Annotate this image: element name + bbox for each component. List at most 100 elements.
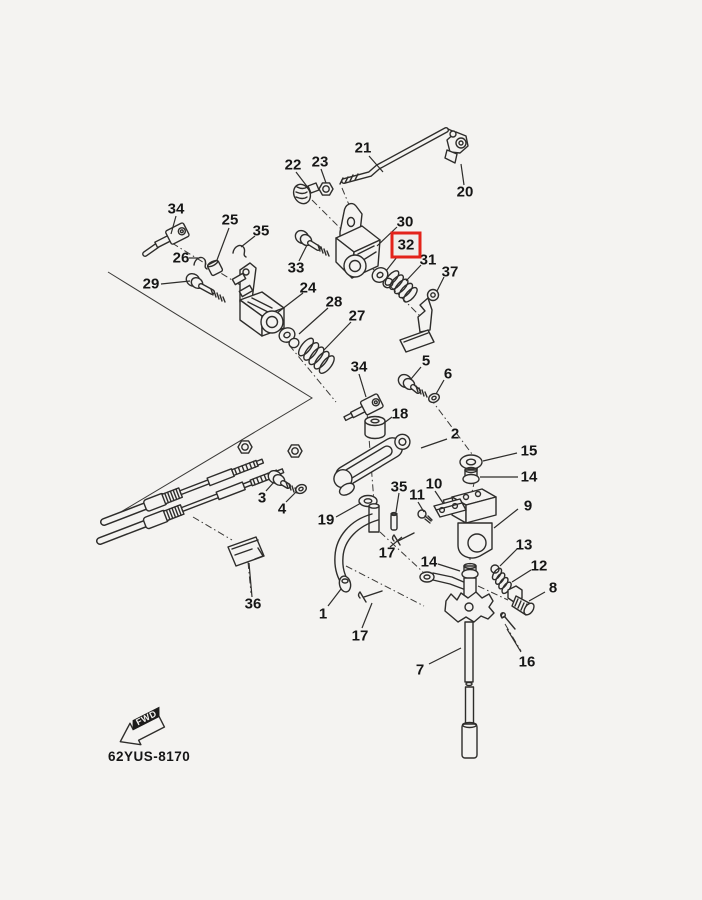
- part-label-33[interactable]: 33: [288, 260, 305, 277]
- part-16-pin: [500, 612, 516, 630]
- part-2-lever: [333, 433, 411, 496]
- leader-line-12: [511, 569, 532, 583]
- part-label-18[interactable]: 18: [392, 406, 409, 423]
- leader-line-31: [405, 264, 422, 282]
- cable-lock-nut-right: [287, 444, 303, 458]
- part-27-spring: [297, 337, 335, 375]
- leader-line-37: [436, 276, 445, 292]
- part-36-sticker: [227, 536, 265, 567]
- part-label-13[interactable]: 13: [516, 537, 533, 554]
- part-label-6[interactable]: 6: [444, 366, 452, 383]
- highlight-box: [390, 231, 422, 259]
- part-22-cap: [292, 182, 320, 205]
- part-label-35[interactable]: 35: [391, 479, 408, 496]
- part-17-pin-upper: [391, 532, 415, 546]
- part-label-19[interactable]: 19: [318, 512, 335, 529]
- part-label-34[interactable]: 34: [351, 359, 368, 376]
- part-label-37[interactable]: 37: [442, 264, 459, 281]
- part-label-32-highlighted[interactable]: 32: [398, 237, 415, 254]
- part-10-plate: [433, 498, 467, 518]
- part-8-screw: [507, 585, 535, 616]
- part-23-nut: [318, 182, 334, 196]
- part-label-2[interactable]: 2: [451, 426, 459, 443]
- diagram-code: 62YUS-8170: [108, 749, 190, 764]
- part-label-28[interactable]: 28: [326, 294, 343, 311]
- leader-line-10: [434, 490, 444, 504]
- leader-line-16: [506, 628, 522, 653]
- leader-line-17: [389, 536, 403, 548]
- part-34-cable-end-upper: [142, 222, 190, 257]
- part-label-12[interactable]: 12: [531, 558, 548, 575]
- part-14-nut-upper: [462, 466, 480, 485]
- part-label-25[interactable]: 25: [222, 212, 239, 229]
- part-label-26[interactable]: 26: [173, 250, 190, 267]
- part-label-17[interactable]: 17: [379, 545, 396, 562]
- part-6-washer: [428, 392, 440, 404]
- cable-lock-nut-left: [237, 440, 253, 454]
- part-37-bracket: [399, 288, 440, 353]
- part-24-lever: [231, 262, 285, 337]
- leader-line-32: [385, 256, 398, 272]
- leader-line-34: [358, 373, 367, 398]
- part-25-bushing: [206, 259, 224, 277]
- part-label-34[interactable]: 34: [168, 201, 185, 218]
- part-35-pin-mid: [390, 511, 398, 531]
- part-label-29[interactable]: 29: [143, 276, 160, 293]
- part-label-30[interactable]: 30: [397, 214, 414, 231]
- part-label-27[interactable]: 27: [349, 308, 366, 325]
- part-label-4[interactable]: 4: [278, 501, 287, 518]
- part-4-washer: [295, 483, 307, 495]
- part-label-23[interactable]: 23: [312, 154, 329, 171]
- part-label-14[interactable]: 14: [521, 469, 538, 486]
- part-34-cable-end-mid: [343, 393, 384, 422]
- part-21-throttle-rod: [339, 127, 458, 185]
- part-label-1[interactable]: 1: [319, 606, 327, 623]
- leader-line-27: [323, 321, 352, 351]
- leader-line-35: [240, 235, 256, 248]
- leader-line-6: [435, 379, 445, 395]
- part-label-36[interactable]: 36: [245, 596, 262, 613]
- part-label-3[interactable]: 3: [258, 490, 266, 507]
- part-26-clip: [193, 256, 208, 270]
- part-label-31[interactable]: 31: [420, 252, 437, 269]
- part-label-14[interactable]: 14: [421, 554, 438, 571]
- part-label-7[interactable]: 7: [416, 662, 424, 679]
- leader-line-3: [265, 481, 275, 492]
- part-label-21[interactable]: 21: [355, 140, 372, 157]
- part-label-5[interactable]: 5: [422, 353, 430, 370]
- part-label-16[interactable]: 16: [519, 654, 536, 671]
- part-5-bolt: [397, 373, 428, 398]
- part-label-17[interactable]: 17: [352, 628, 369, 645]
- leader-line-36: [248, 562, 253, 598]
- part-1-arm: [334, 513, 379, 593]
- leader-line-2: [420, 438, 448, 449]
- part-label-8[interactable]: 8: [549, 580, 557, 597]
- part-label-24[interactable]: 24: [300, 280, 317, 297]
- part-7-shaft: [461, 621, 478, 759]
- part-label-22[interactable]: 22: [285, 157, 302, 174]
- leader-line-25: [216, 227, 230, 261]
- part-label-10[interactable]: 10: [426, 476, 443, 493]
- trunnion-post: [368, 503, 380, 533]
- part-label-15[interactable]: 15: [521, 443, 538, 460]
- part-label-35[interactable]: 35: [253, 223, 270, 240]
- part-20-joint: [444, 130, 469, 164]
- part-13-ball: [490, 564, 500, 574]
- part-label-11[interactable]: 11: [409, 487, 425, 504]
- cam-link-arm: [419, 571, 467, 591]
- part-label-20[interactable]: 20: [457, 184, 474, 201]
- part-label-9[interactable]: 9: [524, 498, 532, 515]
- leader-line-34: [170, 215, 177, 235]
- leader-line-18: [383, 416, 393, 424]
- leader-line-7: [428, 647, 462, 665]
- part-9-bracket: [442, 488, 497, 559]
- part-30-bracket: [335, 202, 381, 279]
- fwd-direction-marker: FWD: [119, 706, 166, 746]
- part-29-bolt: [185, 272, 226, 303]
- part-17-pin-lower: [357, 590, 383, 603]
- leader-line-24: [276, 292, 304, 314]
- part-33-bolt: [294, 229, 330, 257]
- leader-line-30: [376, 226, 398, 247]
